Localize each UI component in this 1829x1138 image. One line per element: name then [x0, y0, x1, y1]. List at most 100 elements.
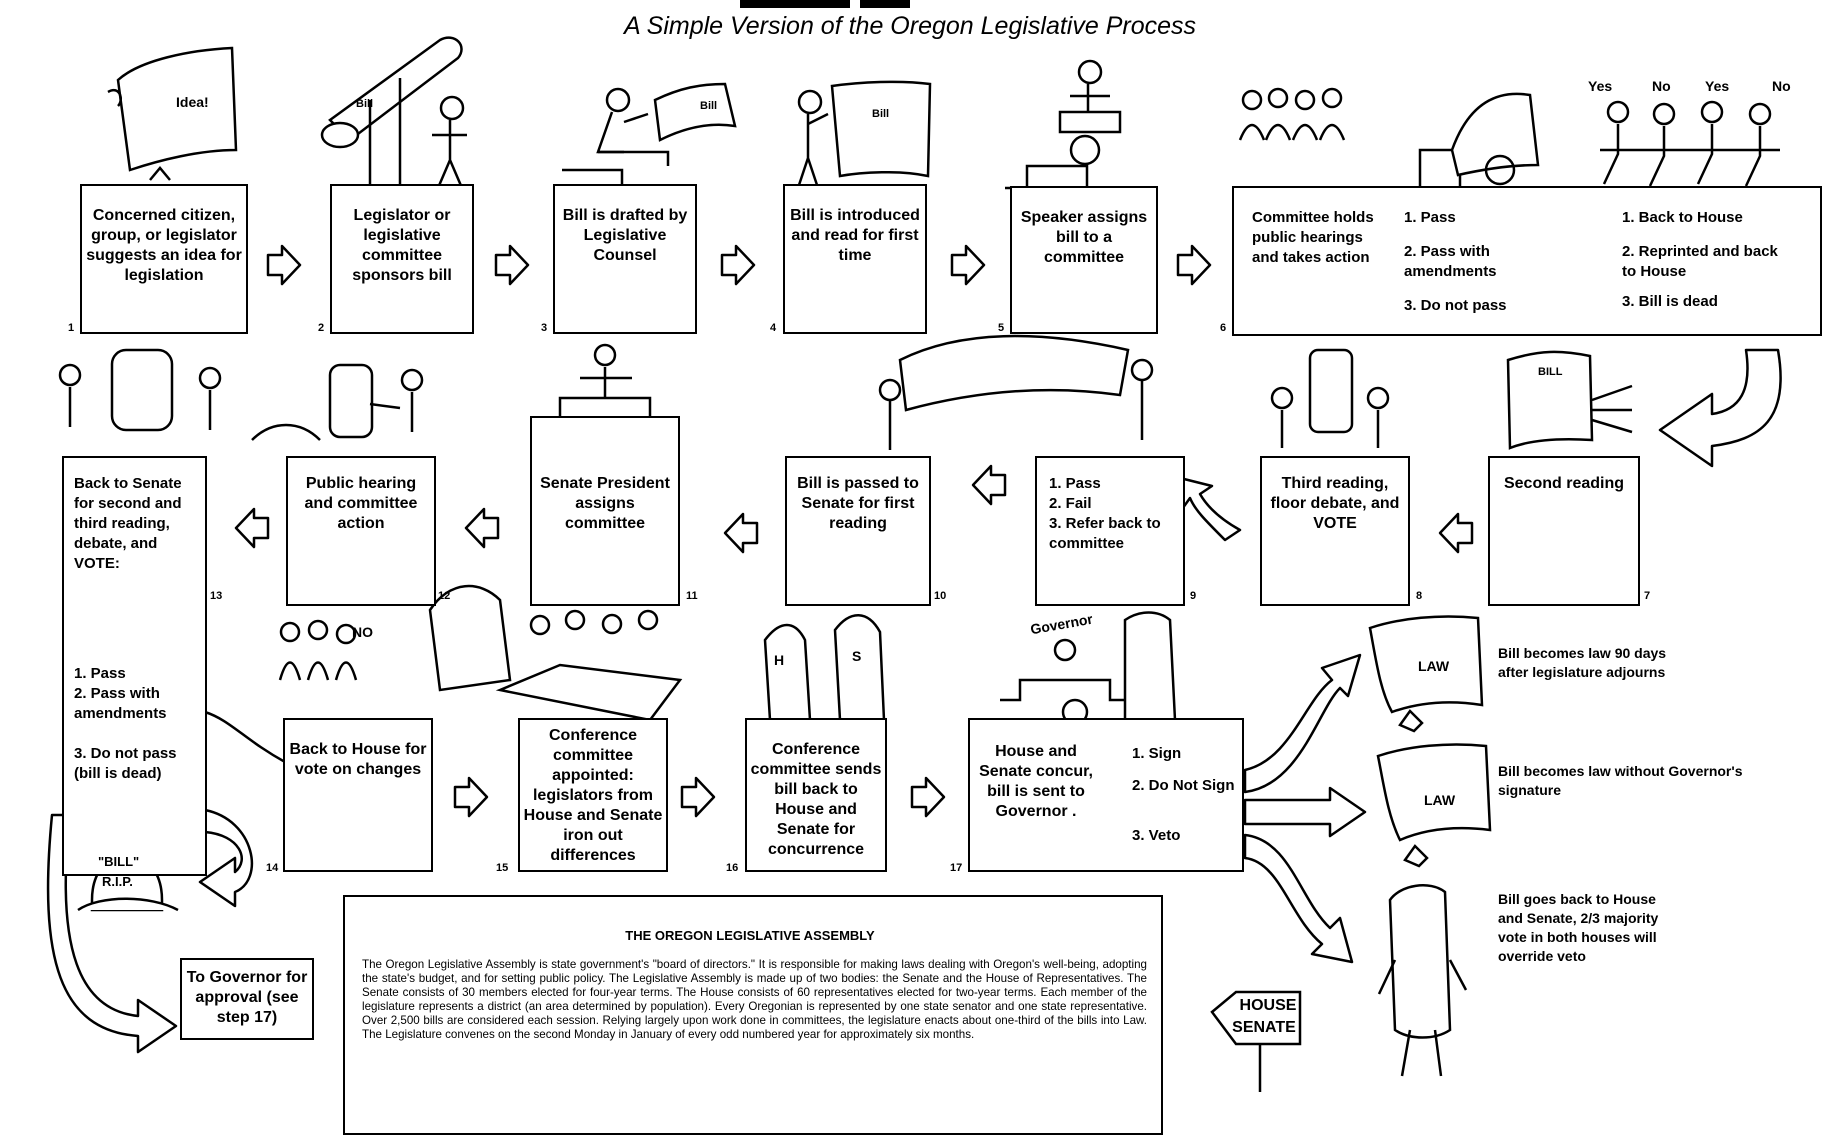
- step-number: 4: [770, 322, 777, 334]
- step-11-text: Senate President assigns committee: [540, 475, 670, 532]
- illustration-drafting: [596, 82, 737, 166]
- step-12-text: Public hearing and committee action: [304, 475, 418, 532]
- outcome-veto-override: Bill goes back to House and Senate, 2/3 …: [1498, 891, 1659, 964]
- illustration-speaker: [1058, 59, 1122, 166]
- vote-yes-label: Yes: [1588, 78, 1613, 94]
- masthead-fragment: [740, 0, 910, 8]
- step-16-text: Conference committee sends bill back to …: [750, 741, 882, 858]
- illustration-house-changes: [278, 584, 512, 692]
- step-number: 1: [68, 322, 75, 334]
- bill-label: Bill: [700, 100, 718, 112]
- veto-bill-figure: [1377, 884, 1468, 1077]
- step-3-text: Bill is drafted by Legislative Counsel: [562, 207, 688, 264]
- step-17-veto: 3. Veto: [1132, 827, 1181, 844]
- assembly-box: [343, 895, 1163, 1135]
- illustration-introduced: [796, 80, 932, 189]
- step-9-refer: 3. Refer back to committee: [1049, 515, 1161, 552]
- arrow-to-dead-bill: [198, 808, 254, 908]
- outcome-law-without-signature: Bill becomes law without Governor's sign…: [1498, 763, 1743, 798]
- vote-no-label: No: [1652, 78, 1671, 94]
- bill-label: Bill: [356, 98, 374, 110]
- step-9-box: 1. Pass 2. Fail 3. Refer back to committ…: [1035, 456, 1185, 606]
- step-5-box: Speaker assigns bill to a committee: [1010, 186, 1158, 334]
- law-label: LAW: [1424, 792, 1456, 808]
- step-13-pass: 1. Pass: [74, 665, 126, 682]
- step-14-text: Back to House for vote on changes: [289, 741, 427, 778]
- illustration-senate-vote: [58, 348, 222, 432]
- step-6-result-dead: 3. Bill is dead: [1622, 293, 1718, 310]
- illustration-second-reading-scroll: [1506, 350, 1633, 450]
- house-senate-signpost: [1210, 990, 1302, 1092]
- step-5-text: Speaker assigns bill to a committee: [1020, 209, 1148, 266]
- curved-arrow-refer-back: [1178, 476, 1242, 542]
- step-4-box: Bill is introduced and read for first ti…: [783, 184, 927, 334]
- illustration-public-hearing: [251, 363, 424, 441]
- law-label: LAW: [1418, 658, 1450, 674]
- step-15-box: Conference committee appointed: legislat…: [518, 718, 668, 872]
- rip-bill-label: "BILL": [98, 854, 140, 869]
- step-number: 10: [934, 590, 947, 602]
- law-scroll-1: [1368, 615, 1484, 733]
- illustration-bill-scroll-person: [320, 36, 467, 189]
- assembly-body: The Oregon Legislative Assembly is state…: [362, 958, 1147, 1041]
- step-number: 11: [686, 590, 698, 602]
- arrow-to-governor: [46, 813, 178, 1054]
- step-13-dead: 3. Do not pass (bill is dead): [74, 745, 177, 782]
- step-13-box: Back to Senate for second and third read…: [62, 456, 207, 876]
- illustration-hearing: [1238, 87, 1540, 186]
- step-6-text: Committee holds public hearings and take…: [1252, 209, 1374, 266]
- step-number: 7: [1644, 590, 1651, 602]
- step-10-box: Bill is passed to Senate for first readi…: [785, 456, 931, 606]
- law-scroll-2: [1376, 743, 1492, 868]
- illustration-h-s: [763, 614, 886, 722]
- step-17-do-not-sign: 2. Do Not Sign: [1132, 777, 1235, 794]
- step-1-text: Concerned citizen, group, or legislator …: [86, 207, 242, 284]
- step-17-sign: 1. Sign: [1132, 745, 1182, 762]
- step-number: 16: [726, 862, 739, 874]
- to-governor-box: To Governor for approval (see step 17): [180, 958, 314, 1040]
- line-to-step14: [204, 710, 286, 764]
- curved-arrow-to-step7: [1658, 348, 1782, 468]
- step-6-result-back: 1. Back to House: [1622, 209, 1743, 226]
- house-h-label: H: [774, 652, 785, 668]
- step-9-fail: 2. Fail: [1049, 495, 1092, 512]
- step-6-result-reprinted: 2. Reprinted and back to House: [1622, 243, 1778, 280]
- senate-s-label: S: [852, 648, 862, 664]
- page-title: A Simple Version of the Oregon Legislati…: [623, 12, 1197, 40]
- step-number: 17: [950, 862, 963, 874]
- step-11-box: Senate President assigns committee: [530, 416, 680, 606]
- step-2-box: Legislator or legislative committee spon…: [330, 184, 474, 334]
- sign-house: HOUSE: [1239, 997, 1297, 1014]
- step-6-option-do-not-pass: 3. Do not pass: [1404, 297, 1507, 314]
- step-9-pass: 1. Pass: [1049, 475, 1101, 492]
- step-12-box: Public hearing and committee action: [286, 456, 436, 606]
- step-1-box: Concerned citizen, group, or legislator …: [80, 184, 248, 334]
- step-number: 12: [438, 590, 451, 602]
- step-number: 9: [1190, 590, 1197, 602]
- step-6-box: Committee holds public hearings and take…: [1232, 186, 1822, 336]
- step-7-text: Second reading: [1503, 475, 1625, 492]
- step-number: 14: [266, 862, 279, 874]
- step-10-text: Bill is passed to Senate for first readi…: [797, 475, 919, 532]
- illustration-third-reading: [1270, 348, 1390, 448]
- step-14-box: Back to House for vote on changes: [283, 718, 433, 872]
- step-6-option-pass: 1. Pass: [1404, 209, 1456, 226]
- outcome-law-90-days: Bill becomes law 90 days after legislatu…: [1498, 645, 1667, 680]
- vote-yes-label: Yes: [1705, 78, 1730, 94]
- illustration-bill-passed: [878, 334, 1154, 450]
- step-8-box: Third reading, floor debate, and VOTE: [1260, 456, 1410, 606]
- step-17-text: House and Senate concur, bill is sent to…: [979, 743, 1093, 820]
- no-shout-label: NO: [352, 624, 373, 640]
- step-17-box: House and Senate concur, bill is sent to…: [968, 718, 1244, 872]
- vote-no-label: No: [1772, 78, 1791, 94]
- bill-caps-label: BILL: [1538, 366, 1563, 378]
- rip-label: R.I.P.: [102, 874, 133, 889]
- step-2-text: Legislator or legislative committee spon…: [352, 207, 452, 284]
- illustration-idea-scroll: [107, 46, 238, 181]
- to-governor-text: To Governor for approval (see step 17): [186, 969, 308, 1026]
- illustration-conference: [495, 609, 683, 722]
- illustration-senate-president: [540, 343, 670, 420]
- step-number: 2: [318, 322, 325, 334]
- sign-senate: SENATE: [1232, 1019, 1296, 1036]
